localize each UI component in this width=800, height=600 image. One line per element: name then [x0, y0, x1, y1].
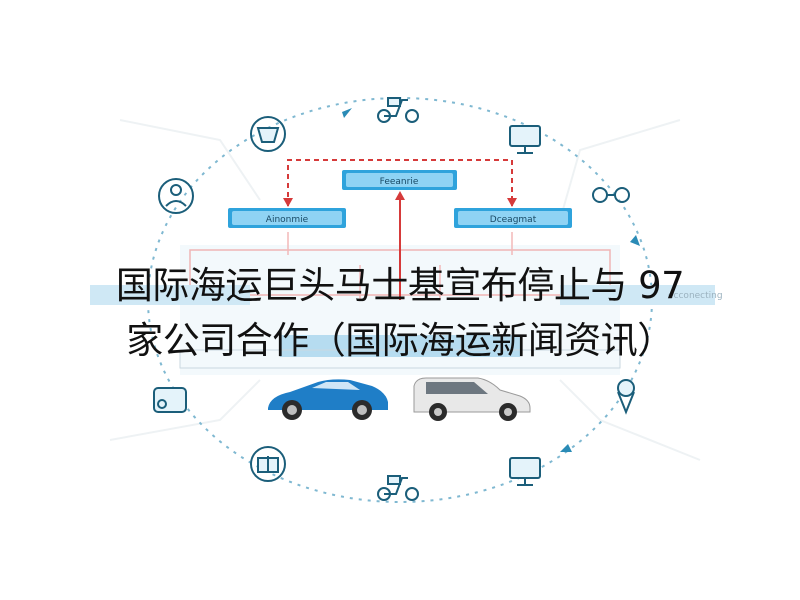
scooter-icon [377, 97, 419, 123]
headline-line-2: 家公司合作（国际海运新闻资讯） [126, 319, 674, 362]
scooter-icon [377, 475, 419, 501]
white-car [413, 377, 531, 421]
blue-bar-left [90, 285, 250, 305]
ice-cream-icon [617, 379, 635, 415]
monitor-icon [509, 457, 541, 486]
red-arrow-left [283, 198, 293, 207]
headline-line-1: 国际海运巨头马士基宣布停止与 97 [115, 264, 685, 307]
orbit-arrow-top [342, 108, 352, 118]
gift-box-icon [250, 446, 286, 482]
top-box-label: Feeanrie [380, 177, 419, 187]
gray-bar-bottom [179, 349, 621, 369]
blue-car [268, 379, 388, 420]
binoculars-icon [592, 187, 630, 203]
red-arrow-up [395, 191, 405, 200]
red-connectors [287, 159, 513, 300]
red-arrow-right [507, 198, 517, 207]
pink-connectors [287, 232, 513, 300]
right-box-label: Dceagmat [490, 215, 537, 225]
monitor-icon [509, 125, 541, 154]
side-tag: ecconecting [668, 291, 723, 301]
blue-bar-right [560, 285, 715, 305]
background-lines [109, 119, 701, 461]
basket-icon [250, 116, 286, 152]
person-icon [158, 178, 194, 214]
orbit-arrow-right [630, 235, 640, 246]
left-box-label: Ainonmie [266, 215, 309, 225]
orbit-arrow-bottom-right [560, 444, 572, 452]
recycle-bin-icon [153, 387, 187, 413]
blue-bar-bottom [280, 335, 520, 357]
